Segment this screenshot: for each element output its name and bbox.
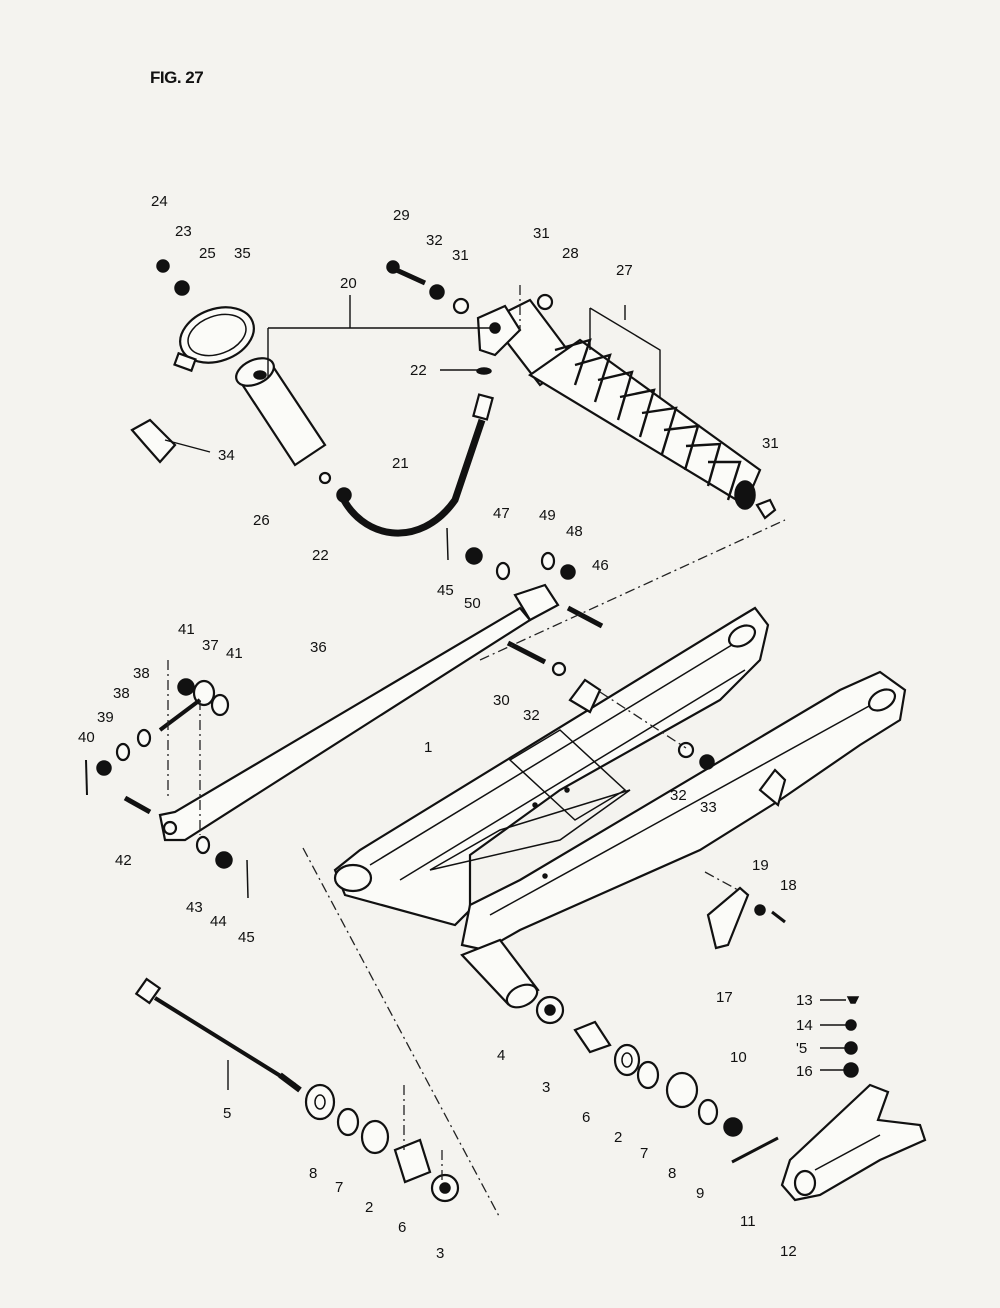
callout-label: 31 (762, 435, 779, 452)
rear-shock-absorber (476, 298, 762, 510)
callout-label: 10 (730, 1049, 747, 1066)
callout-label: 9 (696, 1185, 704, 1202)
callout-label: 47 (493, 505, 510, 522)
link-fasteners (446, 527, 715, 770)
callout-label: 11 (740, 1213, 756, 1230)
callout-label: 22 (312, 547, 329, 564)
callout-label: 33 (700, 799, 717, 816)
callout-label: 6 (582, 1109, 590, 1126)
callout-label: 45 (437, 582, 454, 599)
callout-label: 22 (410, 362, 427, 379)
bushings-washers (304, 995, 779, 1203)
callout-label: 1 (424, 739, 432, 756)
shock-reservoir (235, 357, 327, 467)
callout-label: 2 (365, 1199, 373, 1216)
callout-label: 40 (78, 729, 95, 746)
callout-label: 30 (493, 692, 510, 709)
reservoir-hose (336, 393, 494, 537)
callout-label: 5 (223, 1105, 231, 1122)
callout-label: 19 (752, 857, 769, 874)
callout-label: 3 (436, 1245, 444, 1262)
callout-label: 21 (392, 455, 409, 472)
callout-label: 32 (670, 787, 687, 804)
callout-label: 3 (542, 1079, 550, 1096)
callout-label: 41 (178, 621, 195, 638)
swing-arm (333, 606, 907, 952)
callout-label: 27 (616, 262, 633, 279)
callout-label: 34 (218, 447, 235, 464)
callout-label: 16 (796, 1063, 813, 1080)
clamp-screw (156, 259, 190, 296)
callout-label: 45 (238, 929, 255, 946)
callout-label: 44 (210, 913, 227, 930)
callout-label: 38 (113, 685, 130, 702)
clip (130, 418, 177, 464)
callout-label: 7 (335, 1179, 343, 1196)
callout-label: 4 (497, 1047, 505, 1064)
callout-label: 29 (393, 207, 410, 224)
callout-label: 48 (566, 523, 583, 540)
figure-title: FIG. 27 (150, 68, 204, 87)
callout-label: 50 (464, 595, 481, 612)
callout-label: 28 (562, 245, 579, 262)
callout-label: 32 (426, 232, 443, 249)
fasteners-13-16 (843, 996, 860, 1078)
callout-label: '5 (796, 1040, 807, 1057)
pivot-sleeve (460, 938, 540, 1009)
callout-labels: 1 2 2 3 3 4 5 6 6 7 7 8 8 9 10 11 12 13 … (78, 193, 813, 1262)
bracket (706, 886, 786, 950)
callout-label: 46 (592, 557, 609, 574)
pivot-bolt (134, 977, 302, 1093)
callout-label: 36 (310, 639, 327, 656)
callout-label: 18 (780, 877, 797, 894)
torque-link (158, 583, 560, 842)
callout-label: 32 (523, 707, 540, 724)
callout-label: 41 (226, 645, 243, 662)
center-lines (167, 285, 786, 1219)
upper-mount-fasteners (318, 260, 777, 520)
callout-label: 13 (796, 992, 813, 1009)
callout-label: 35 (234, 245, 251, 262)
callout-label: 17 (716, 989, 733, 1006)
callout-label: 49 (539, 507, 556, 524)
chain-guard (780, 1083, 927, 1202)
callout-label: 43 (186, 899, 203, 916)
callout-label: 7 (640, 1145, 648, 1162)
callout-label: 12 (780, 1243, 797, 1260)
callout-label: 42 (115, 852, 132, 869)
callout-label: 26 (253, 512, 270, 529)
reservoir-clamp (173, 306, 255, 373)
callout-label: 25 (199, 245, 216, 262)
callout-label: 8 (309, 1165, 317, 1182)
callout-label: 20 (340, 275, 357, 292)
leader-lines (164, 295, 846, 1090)
callout-label: 39 (97, 709, 114, 726)
callout-label: 31 (533, 225, 550, 242)
callout-label: 8 (668, 1165, 676, 1182)
callout-label: 14 (796, 1017, 813, 1034)
lower-link-fasteners (85, 678, 249, 899)
callout-label: 31 (452, 247, 469, 264)
callout-label: 23 (175, 223, 192, 240)
callout-label: 38 (133, 665, 150, 682)
callout-label: 2 (614, 1129, 622, 1146)
callout-label: 6 (398, 1219, 406, 1236)
callout-label: 24 (151, 193, 168, 210)
callout-label: 37 (202, 637, 219, 654)
